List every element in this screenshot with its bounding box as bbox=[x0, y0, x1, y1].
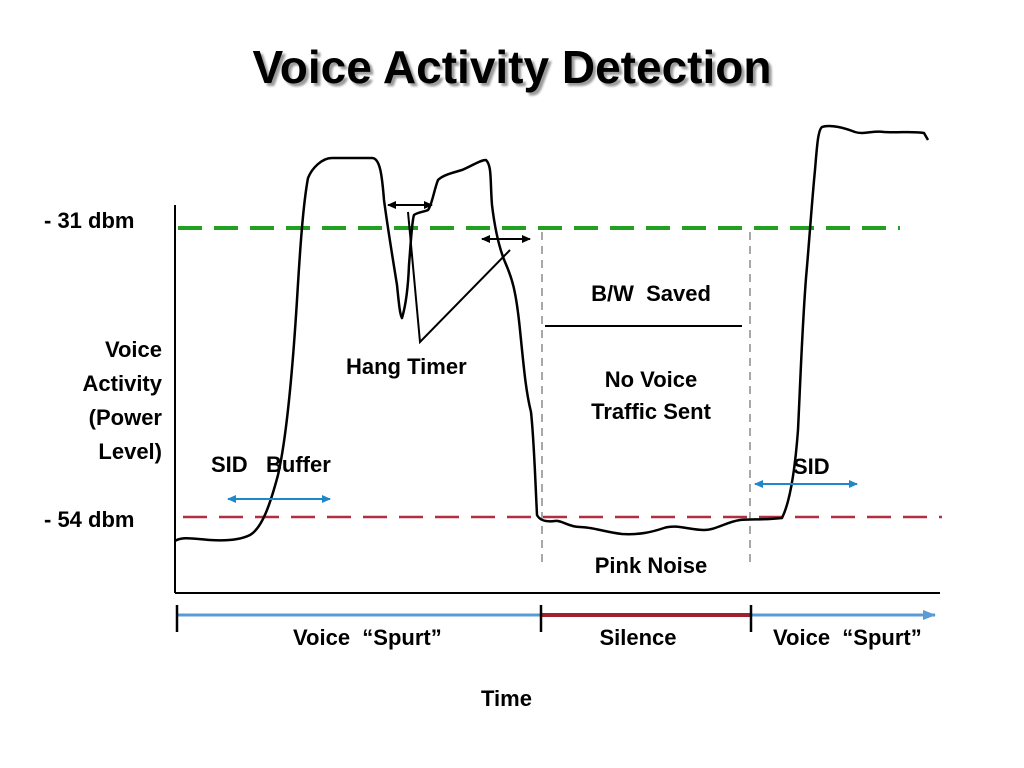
y-axis-title-line-2: Activity bbox=[82, 371, 162, 396]
timeline-label-voice-spurt-2: Voice “Spurt” bbox=[773, 625, 922, 650]
no-voice-line-2: Traffic Sent bbox=[591, 399, 711, 424]
y-axis-title-line-3: (Power bbox=[88, 405, 162, 430]
upper-threshold-label: - 31 dbm bbox=[44, 208, 135, 233]
y-axis-title: Voice Activity (Power Level) bbox=[83, 333, 162, 469]
timeline-label-voice-spurt-1: Voice “Spurt” bbox=[293, 625, 442, 650]
sid-label: SID bbox=[793, 454, 830, 479]
no-voice-label: No Voice Traffic Sent bbox=[546, 364, 756, 428]
lower-threshold-label: - 54 dbm bbox=[44, 507, 135, 532]
x-axis-title: Time bbox=[481, 686, 532, 711]
hang-timer-pointer bbox=[407, 211, 511, 345]
sid-buffer-label: SID Buffer bbox=[211, 452, 331, 477]
timeline-label-silence: Silence bbox=[599, 625, 677, 650]
slide-title: Voice Activity Detection bbox=[252, 41, 772, 93]
no-voice-line-1: No Voice bbox=[604, 367, 698, 392]
voice-signal-curve bbox=[174, 124, 930, 543]
y-axis-title-line-1: Voice bbox=[104, 337, 162, 362]
bw-saved-label: B/W Saved bbox=[591, 281, 711, 306]
y-axis-title-line-4: Level) bbox=[98, 439, 162, 464]
pink-noise-label: Pink Noise bbox=[594, 553, 708, 578]
hang-timer-label: Hang Timer bbox=[346, 354, 467, 379]
